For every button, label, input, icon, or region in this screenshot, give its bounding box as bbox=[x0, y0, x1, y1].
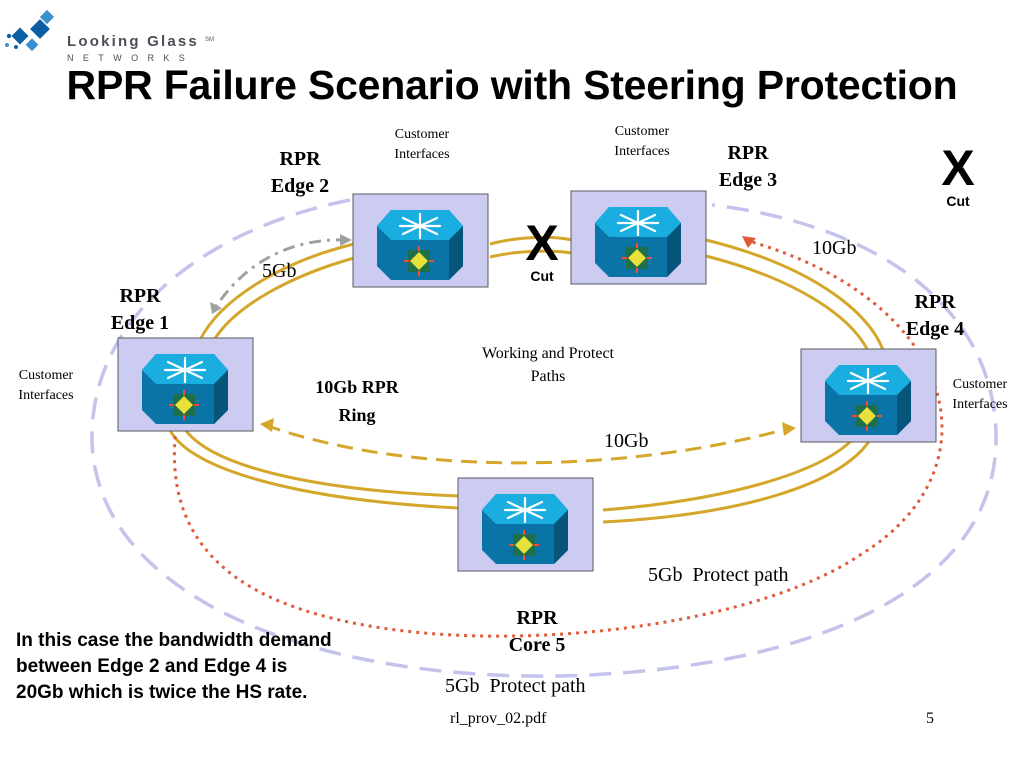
cut-marker-middle: X Cut bbox=[512, 218, 572, 284]
explanation-note: In this case the bandwidth demand betwee… bbox=[16, 630, 332, 703]
label-10gb-mid: 10Gb bbox=[604, 430, 649, 452]
router-edge3 bbox=[569, 189, 708, 286]
rpr-ring bbox=[168, 235, 888, 524]
protect-path-label-bottom: 5Gb Protect path bbox=[445, 675, 586, 697]
logo-mark-icon bbox=[5, 9, 55, 52]
working-arrow-left bbox=[260, 418, 274, 432]
cut-x-icon: X bbox=[941, 140, 975, 196]
router-edge4 bbox=[799, 347, 938, 444]
protect-path-label-right: 5Gb Protect path bbox=[648, 564, 789, 586]
grey-arrowhead-left bbox=[210, 302, 222, 314]
label-10gb-top: 10Gb bbox=[812, 237, 857, 259]
protect-arrow-top bbox=[742, 236, 756, 248]
router-edge1 bbox=[116, 336, 255, 433]
logo-subtitle: NETWORKS bbox=[67, 53, 195, 63]
logo-trademark: SM bbox=[205, 37, 214, 43]
cut-marker-right: X Cut bbox=[928, 143, 988, 209]
page-title: RPR Failure Scenario with Steering Prote… bbox=[66, 62, 958, 108]
grey-5gb-arrow bbox=[213, 238, 349, 309]
router-core5 bbox=[456, 476, 595, 573]
footer-filename: rl_prov_02.pdf bbox=[450, 710, 547, 727]
grey-arrowhead-right bbox=[340, 234, 352, 246]
working-arrow-right bbox=[782, 422, 796, 436]
working-path-dashed bbox=[264, 423, 791, 465]
cut-x-icon: X bbox=[525, 215, 559, 271]
page-number: 5 bbox=[926, 710, 934, 727]
logo-wordmark: Looking Glass bbox=[67, 33, 199, 50]
router-edge2 bbox=[351, 192, 490, 289]
label-5gb-top: 5Gb bbox=[262, 260, 297, 282]
outer-dashed-loop bbox=[90, 198, 998, 678]
